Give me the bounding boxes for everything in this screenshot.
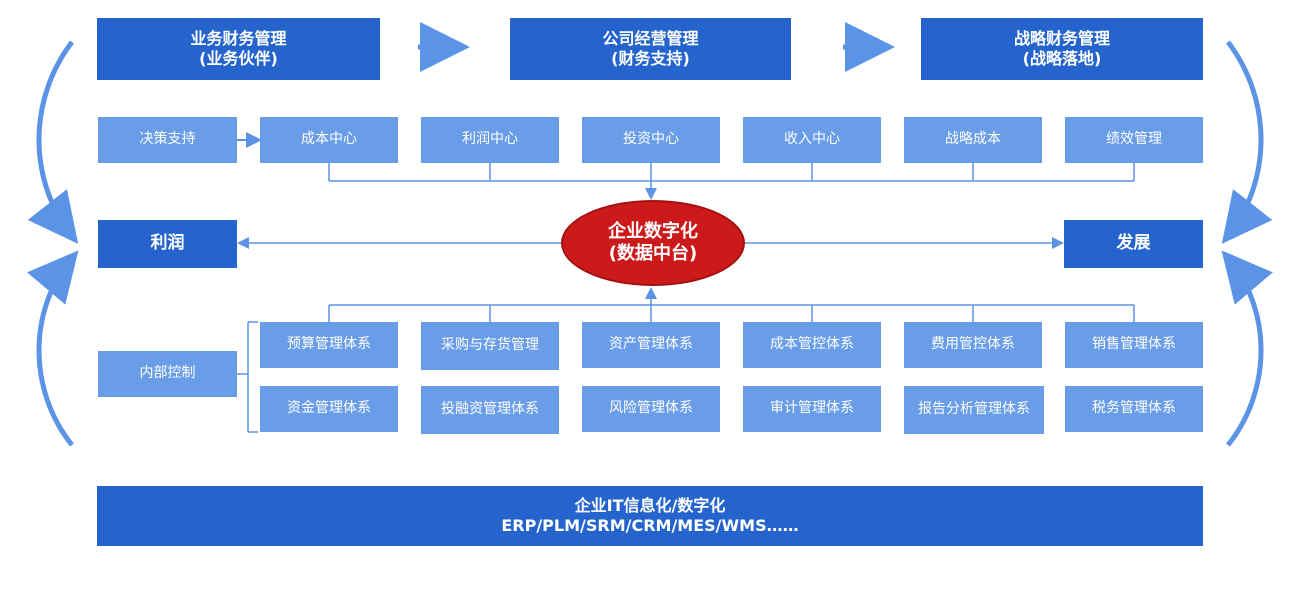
- top-box-title: 公司经营管理: [602, 29, 699, 48]
- top-box-subtitle: (业务伙伴): [199, 49, 278, 68]
- right-lower-curve: [1221, 250, 1273, 447]
- goal-box-development: 发展: [1064, 220, 1203, 268]
- right-upper-curve: [1221, 40, 1273, 244]
- top-box-subtitle: (财务支持): [611, 49, 690, 68]
- internal-control-box: 内部控制: [98, 351, 237, 397]
- top-box-company-operation: 公司经营管理 (财务支持): [510, 18, 791, 80]
- center-box-performance: 绩效管理: [1065, 117, 1203, 163]
- top-box-subtitle: (战略落地): [1022, 49, 1102, 68]
- center-box-cost: 成本中心: [260, 117, 398, 163]
- decision-support-box: 决策支持: [98, 117, 237, 163]
- system-box-audit: 审计管理体系: [743, 386, 881, 432]
- system-box-funds: 资金管理体系: [260, 386, 398, 432]
- system-box-expense-control: 费用管控体系: [904, 322, 1042, 368]
- core-digitalization-oval: 企业数字化 (数据中台): [561, 200, 745, 286]
- core-title: 企业数字化: [608, 220, 698, 242]
- top-box-strategic-finance: 战略财务管理 (战略落地): [921, 18, 1203, 80]
- system-box-procurement: 采购与存货管理: [421, 322, 559, 370]
- top-box-title: 业务财务管理: [190, 29, 287, 48]
- internal-control-bracket: [237, 321, 258, 433]
- it-systems: ERP/PLM/SRM/CRM/MES/WMS……: [501, 516, 799, 535]
- center-box-strategic-cost: 战略成本: [904, 117, 1042, 163]
- left-upper-curve: [27, 40, 79, 244]
- system-box-reporting: 报告分析管理体系: [904, 386, 1044, 434]
- centers-bus: [328, 163, 1135, 200]
- system-box-tax: 税务管理体系: [1065, 386, 1203, 432]
- left-lower-curve: [27, 250, 79, 447]
- top-box-title: 战略财务管理: [1013, 29, 1110, 48]
- it-foundation-bar: 企业IT信息化/数字化 ERP/PLM/SRM/CRM/MES/WMS……: [97, 486, 1203, 546]
- system-box-assets: 资产管理体系: [582, 322, 720, 368]
- system-box-risk: 风险管理体系: [582, 386, 720, 432]
- goal-box-profit: 利润: [98, 220, 237, 268]
- system-box-sales: 销售管理体系: [1065, 322, 1203, 368]
- it-title: 企业IT信息化/数字化: [574, 496, 726, 515]
- system-box-budget: 预算管理体系: [260, 322, 398, 368]
- center-box-investment: 投资中心: [582, 117, 720, 163]
- systems-bus: [328, 287, 1135, 322]
- system-box-cost-control: 成本管控体系: [743, 322, 881, 368]
- center-box-profit: 利润中心: [421, 117, 559, 163]
- system-box-investment-financing: 投融资管理体系: [421, 386, 559, 434]
- core-subtitle: (数据中台): [608, 243, 698, 264]
- top-box-business-finance: 业务财务管理 (业务伙伴): [97, 18, 380, 80]
- center-box-revenue: 收入中心: [743, 117, 881, 163]
